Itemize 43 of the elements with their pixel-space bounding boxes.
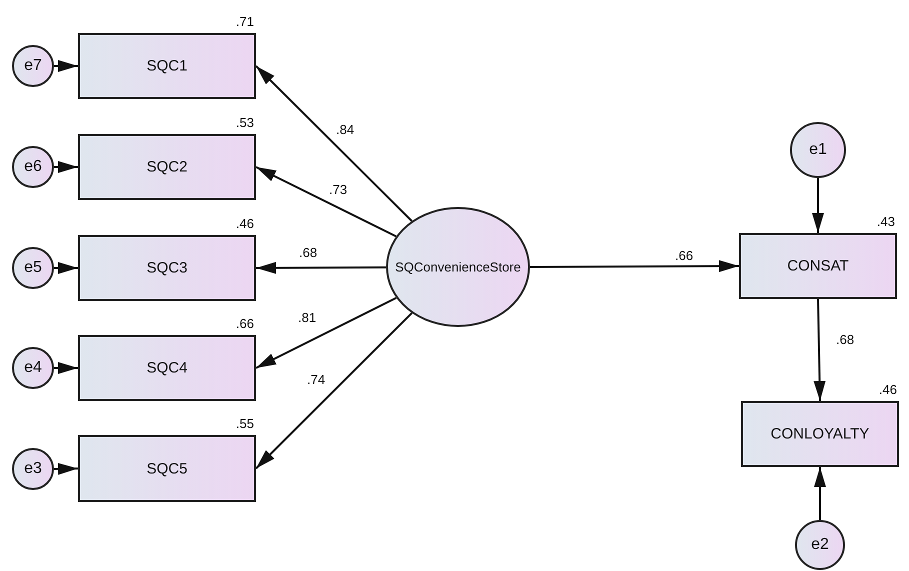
- squared-multiple-correlation: .46: [878, 382, 897, 397]
- variable-name: CONLOYALTY: [770, 426, 870, 442]
- edge-label: .74: [306, 372, 326, 387]
- variable-name: e2: [810, 536, 830, 554]
- squared-multiple-correlation: .46: [236, 216, 254, 231]
- squared-multiple-correlation: .71: [236, 14, 254, 29]
- edge-label: .81: [297, 310, 318, 325]
- variable-name: e6: [23, 158, 43, 176]
- variable-name: SQC1: [146, 58, 188, 74]
- edge-label: .68: [298, 245, 318, 260]
- variable-name: e3: [23, 460, 43, 478]
- arrow: [54, 462, 78, 475]
- arrow: [54, 262, 78, 274]
- variable-name: SQC5: [146, 460, 188, 477]
- variable-name: e5: [23, 259, 43, 277]
- arrow: [256, 166, 397, 238]
- arrow: [54, 161, 78, 173]
- squared-multiple-correlation: .43: [876, 214, 895, 229]
- variable-name: SQC3: [146, 260, 188, 276]
- arrow: [814, 467, 826, 520]
- arrow: [530, 260, 739, 272]
- arrow: [54, 362, 78, 374]
- arrow: [256, 296, 397, 369]
- arrow: [255, 65, 412, 222]
- variable-name: SQC2: [146, 158, 188, 176]
- variable-name: e7: [23, 57, 43, 75]
- variable-name: SQC4: [146, 360, 188, 376]
- arrow: [256, 262, 386, 274]
- squared-multiple-correlation: .53: [236, 115, 254, 130]
- edge-label: .68: [835, 332, 856, 347]
- arrow: [812, 178, 824, 233]
- variable-name: e1: [808, 141, 828, 159]
- arrow: [255, 312, 413, 470]
- edge-label: .73: [328, 182, 348, 197]
- arrow: [814, 298, 826, 402]
- squared-multiple-correlation: .55: [236, 416, 254, 431]
- variable-name: CONSAT: [786, 258, 850, 274]
- arrow: [54, 60, 78, 72]
- edge-label: .84: [335, 122, 356, 137]
- variable-name: SQConvenienceStore: [394, 260, 522, 274]
- squared-multiple-correlation: .66: [236, 316, 254, 331]
- variable-name: e4: [23, 359, 43, 377]
- edge-label: .66: [674, 248, 694, 263]
